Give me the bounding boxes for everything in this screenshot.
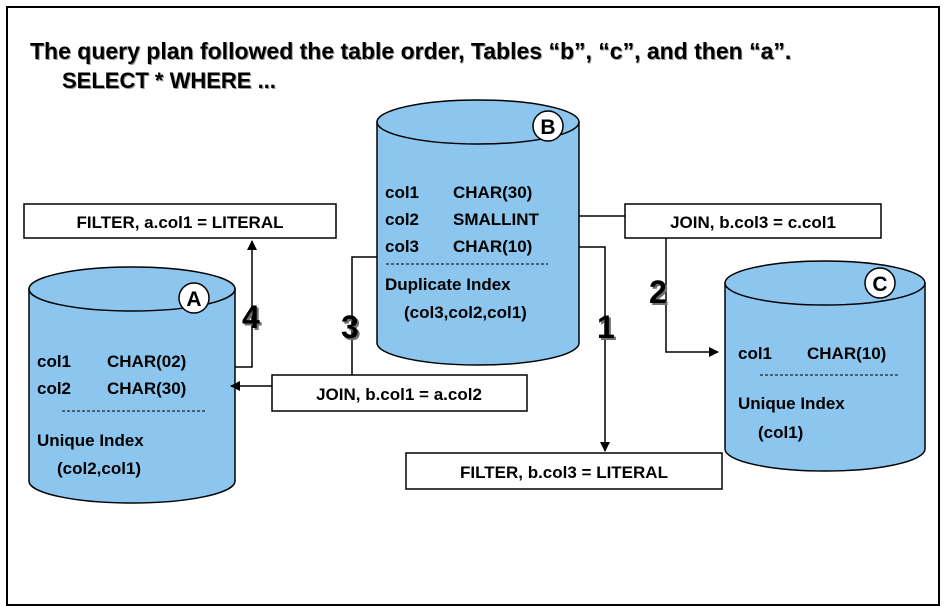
step-3-shadow: 3 bbox=[343, 311, 361, 347]
table-c-index-cols: (col1) bbox=[758, 423, 803, 442]
table-c-badge bbox=[864, 267, 896, 299]
table-c-col1-type: CHAR(10) bbox=[807, 344, 886, 363]
table-b-col3-name: col3 bbox=[385, 237, 419, 256]
slide: The query plan followed the table order,… bbox=[6, 6, 940, 606]
step-4-shadow: 4 bbox=[244, 301, 262, 337]
filter-a-box: FILTER, a.col1 = LITERAL bbox=[23, 203, 337, 239]
table-b-col1-type: CHAR(30) bbox=[453, 183, 532, 202]
step-numbers: 1 1 2 2 3 3 4 4 bbox=[242, 274, 669, 347]
step-3: 3 bbox=[341, 309, 359, 345]
table-a-badge bbox=[178, 282, 210, 314]
table-a-label: A bbox=[186, 288, 201, 311]
step-2-shadow: 2 bbox=[651, 276, 669, 312]
table-b-label: B bbox=[540, 116, 555, 139]
table-c-index-title: Unique Index bbox=[738, 394, 845, 413]
connector-b-to-join-ba bbox=[351, 256, 377, 375]
step-4: 4 bbox=[242, 299, 260, 335]
step-2: 2 bbox=[649, 274, 667, 310]
table-a-index-cols: (col2,col1) bbox=[57, 459, 141, 478]
table-c-label: C bbox=[872, 273, 887, 296]
query-plan-diagram: B col1 CHAR(30) col2 SMALLINT col3 CHAR(… bbox=[23, 99, 926, 504]
table-b-index-title: Duplicate Index bbox=[385, 275, 511, 294]
table-b-col2-name: col2 bbox=[385, 210, 419, 229]
table-c-col1-name: col1 bbox=[738, 344, 772, 363]
table-b-col2-type: SMALLINT bbox=[453, 210, 540, 229]
filter-b-box: FILTER, b.col3 = LITERAL bbox=[405, 452, 723, 490]
join-bc-box: JOIN, b.col3 = c.col1 bbox=[624, 203, 882, 239]
connectors bbox=[230, 215, 719, 452]
connector-join-bc-to-c bbox=[665, 238, 719, 357]
table-b-col1-name: col1 bbox=[385, 183, 419, 202]
table-b-cylinder: B col1 CHAR(30) col2 SMALLINT col3 CHAR(… bbox=[376, 99, 580, 366]
slide-subtitle: SELECT * WHERE ... bbox=[62, 68, 276, 93]
table-b-col3-type: CHAR(10) bbox=[453, 237, 532, 256]
table-b-badge bbox=[532, 110, 564, 142]
join-ba-label: JOIN, b.col1 = a.col2 bbox=[316, 385, 482, 404]
table-c-cylinder: C col1 CHAR(10) Unique Index (col1) bbox=[724, 260, 926, 472]
connector-b-to-filter-b bbox=[579, 246, 610, 452]
step-1: 1 bbox=[597, 309, 615, 345]
join-bc-label: JOIN, b.col3 = c.col1 bbox=[670, 213, 836, 232]
join-ba-box: JOIN, b.col1 = a.col2 bbox=[271, 374, 528, 412]
filter-a-label: FILTER, a.col1 = LITERAL bbox=[76, 213, 283, 232]
connector-a-to-filter-a bbox=[235, 240, 257, 368]
slide-title: The query plan followed the table order,… bbox=[30, 38, 792, 64]
table-a-col2-type: CHAR(30) bbox=[107, 379, 186, 398]
table-a-col2-name: col2 bbox=[37, 379, 71, 398]
table-b-index-cols: (col3,col2,col1) bbox=[404, 303, 527, 322]
table-a-cylinder: A col1 CHAR(02) col2 CHAR(30) Unique Ind… bbox=[28, 266, 236, 504]
table-a-col1-type: CHAR(02) bbox=[107, 352, 186, 371]
filter-b-label: FILTER, b.col3 = LITERAL bbox=[460, 463, 668, 482]
step-1-shadow: 1 bbox=[599, 311, 617, 347]
table-a-col1-name: col1 bbox=[37, 352, 71, 371]
table-a-index-title: Unique Index bbox=[37, 431, 144, 450]
